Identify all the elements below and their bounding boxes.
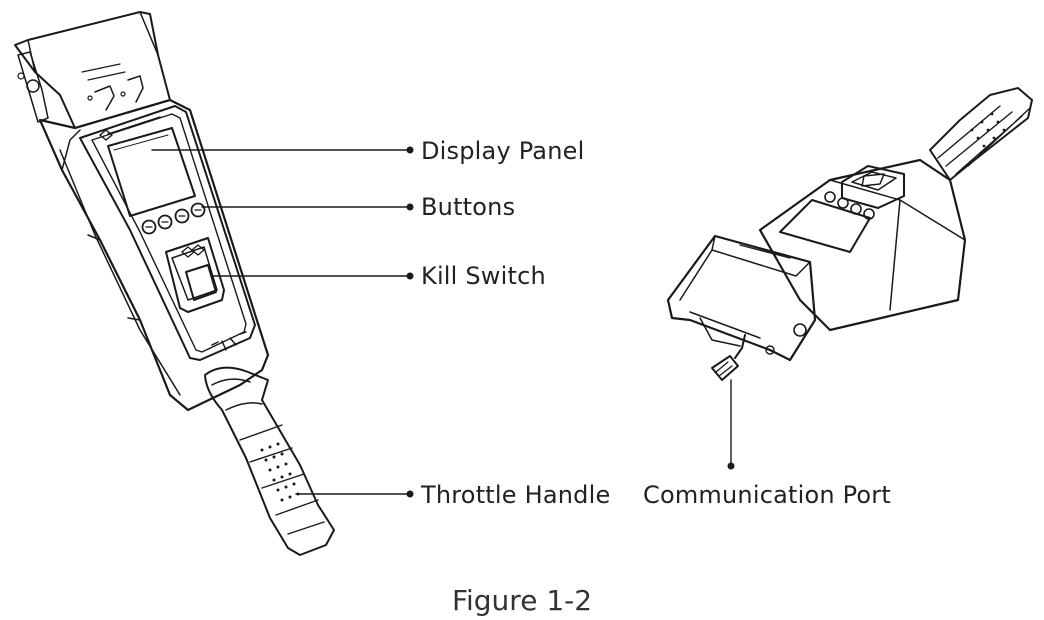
- tiller-body: [38, 98, 270, 412]
- button-4: [190, 202, 206, 218]
- tiller-rear-view: [666, 87, 1033, 470]
- display-window: [107, 127, 196, 217]
- throttle-handle-label: Throttle Handle: [421, 481, 611, 509]
- mount-bracket: [14, 11, 171, 129]
- throttle-handle-rear: [929, 87, 1033, 181]
- left-callout-dots: [406, 146, 414, 498]
- kill-switch-logo: [181, 244, 205, 258]
- left-callout-lines: [151, 149, 411, 495]
- kill-switch-key: [185, 264, 217, 301]
- throttle-handle: [204, 366, 335, 556]
- brand-logo: [99, 116, 161, 141]
- button-row-rear: [824, 191, 875, 220]
- kill-switch-housing: [165, 237, 225, 313]
- button-row: [141, 202, 206, 235]
- button-3: [174, 208, 190, 224]
- face-plate: [79, 105, 256, 361]
- communication-port-label: Communication Port: [643, 481, 891, 509]
- tiller-front-view: [14, 11, 414, 556]
- leader-communication-port-dot: [727, 462, 735, 470]
- display-window-rear: [779, 199, 871, 253]
- display-panel-label: Display Panel: [421, 137, 585, 165]
- mount-bracket-rear: [666, 234, 817, 362]
- button-1: [141, 219, 157, 235]
- figure-caption: Figure 1-2: [451, 584, 593, 617]
- communication-cable: [734, 334, 746, 359]
- grip-texture-rear: [970, 112, 1006, 148]
- buttons-label: Buttons: [421, 193, 516, 221]
- communication-port: [711, 355, 739, 381]
- mount-bolt: [26, 79, 40, 93]
- mini-handle-icon: [94, 75, 144, 111]
- kill-switch-label: Kill Switch: [421, 262, 546, 290]
- mount-bolt-rear: [793, 323, 807, 337]
- button-2: [157, 214, 173, 230]
